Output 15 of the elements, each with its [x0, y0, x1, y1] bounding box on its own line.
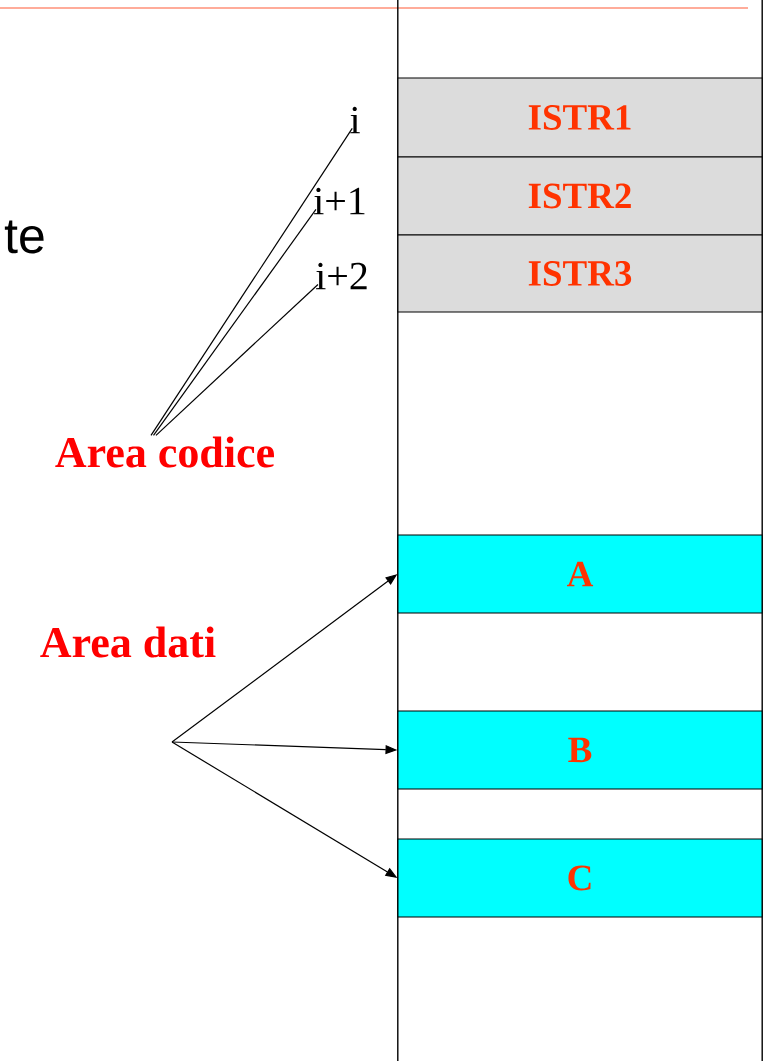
leader-line — [152, 208, 317, 436]
area-label: Area dati — [40, 626, 216, 658]
memory-cell: ISTR2 — [397, 156, 763, 236]
memory-cell: B — [397, 710, 763, 790]
memory-cell: A — [397, 534, 763, 614]
leader-line — [150, 127, 353, 436]
memory-cell: ISTR1 — [397, 77, 763, 158]
address-label: i+2 — [316, 262, 367, 290]
address-label: i+1 — [314, 187, 365, 215]
memory-cell: C — [397, 838, 763, 918]
memory-cell: ISTR3 — [397, 234, 763, 313]
cut-text: te — [4, 220, 44, 254]
address-label: i — [350, 106, 360, 134]
leader-line — [155, 283, 319, 436]
area-label: Area codice — [55, 436, 274, 468]
